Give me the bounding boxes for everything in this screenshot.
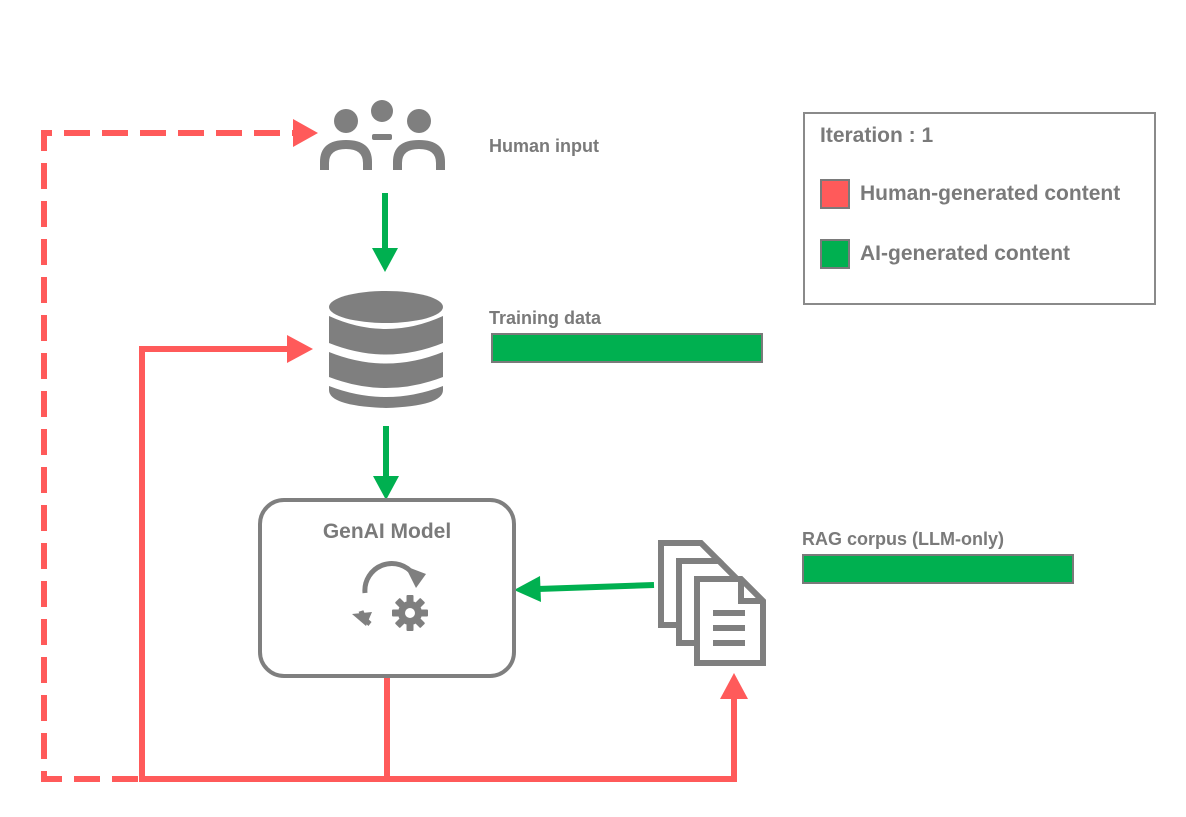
legend-label-ai: AI-generated content [860,242,1071,265]
legend: Iteration : 1 Human-generated content AI… [803,112,1156,305]
training-data-label: Training data [489,308,602,328]
database-icon [329,291,443,408]
human-input-label: Human input [489,136,599,156]
legend-title: Iteration : 1 [820,124,934,147]
legend-swatch-ai [820,239,850,269]
rag-to-model-arrow [514,576,655,602]
rag-corpus-bar [802,554,1074,584]
model-output-to-rag-arrow [387,673,748,782]
human-to-training-arrow [372,193,398,272]
training-to-model-arrow [373,426,399,500]
training-data-bar [491,333,763,363]
documents-stack-icon [658,540,766,666]
human-feedback-dashed-arrow [41,119,318,782]
model-title: GenAI Model [322,520,452,543]
people-group-icon [320,100,445,170]
model-box [258,498,516,678]
refresh-gear-icon [352,561,428,631]
rag-corpus-label: RAG corpus (LLM-only) [802,529,1004,549]
legend-swatch-human [820,179,850,209]
legend-item-ai: AI-generated content [820,238,1070,270]
legend-item-human: Human-generated content [820,178,1120,210]
model-output-to-training-arrow [139,335,390,782]
legend-label-human: Human-generated content [860,182,1121,205]
